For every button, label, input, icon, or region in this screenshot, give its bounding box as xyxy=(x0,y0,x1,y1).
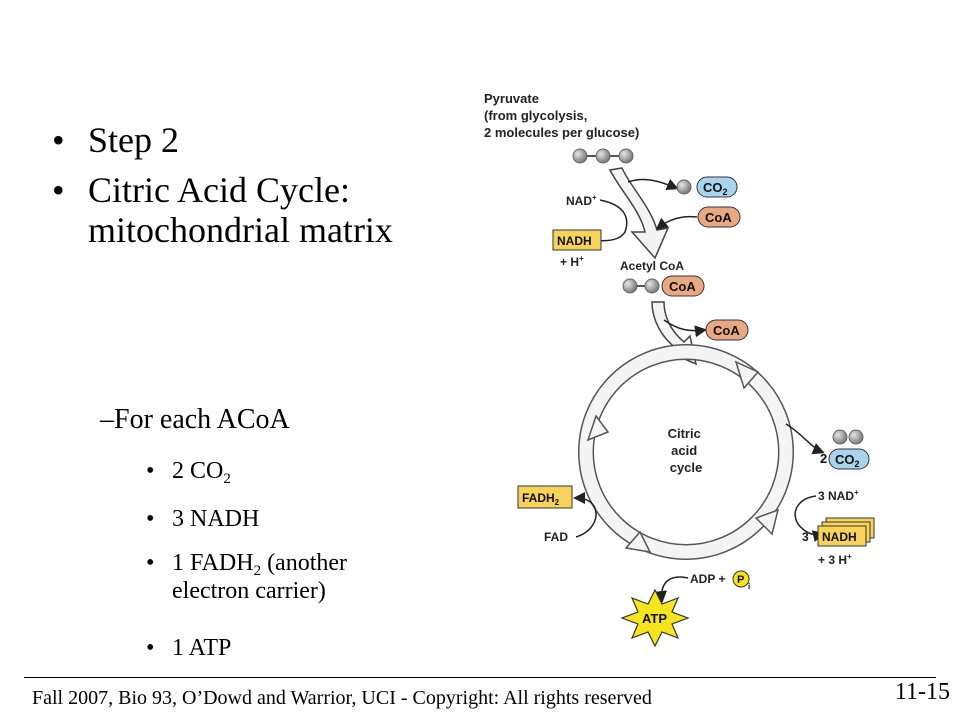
svg-text:P: P xyxy=(737,574,744,586)
svg-text:CO2: CO2 xyxy=(835,452,860,469)
cycle-label: Citric acid cycle xyxy=(668,426,705,475)
co2-release-arrow xyxy=(627,178,679,190)
acetyl-coa-label: Acetyl CoA xyxy=(620,259,684,273)
svg-text:NADH: NADH xyxy=(822,530,857,544)
svg-text:2: 2 xyxy=(820,451,827,466)
co2-carbon-icon xyxy=(832,429,848,445)
bullet-matrix-text: mitochondrial matrix xyxy=(88,210,393,250)
three-h-plus-label: + 3 H+ xyxy=(818,552,852,567)
co2-output-arrow xyxy=(785,423,825,455)
nad-reduction-arrow xyxy=(589,199,628,248)
svg-text:CO2: CO2 xyxy=(703,180,728,197)
svg-text:NADH: NADH xyxy=(557,234,592,248)
sub-bullet-text: 1 ATP xyxy=(172,635,232,661)
bullet-dot: • xyxy=(146,458,155,484)
three-nadh-stack: NADH xyxy=(817,517,875,547)
bullet-dot: • xyxy=(146,550,155,576)
co2-badge xyxy=(696,176,738,198)
sub-bullet-text: 2 CO2 xyxy=(172,458,231,487)
pyruvate-to-acetylcoa-arrow xyxy=(608,167,670,260)
sub-bullet-continuation: electron carrier) xyxy=(172,578,326,604)
svg-text:i: i xyxy=(748,582,750,591)
coa-entry-arrow xyxy=(655,215,698,230)
bullet-dot: • xyxy=(146,635,155,661)
three-nad-reduction-arrow xyxy=(794,495,825,543)
atp-label: ATP xyxy=(642,611,667,626)
pyruvate-molecule xyxy=(572,148,634,164)
bullet-citric-text: Citric Acid Cycle: xyxy=(88,170,350,210)
footer-divider xyxy=(24,677,936,678)
coa-badge-release xyxy=(705,319,749,341)
svg-text:FADH2: FADH2 xyxy=(522,491,560,507)
fadh2-badge xyxy=(517,485,573,509)
main-bullets: Step 2 Citric Acid Cycle: mitochondrial … xyxy=(52,120,472,260)
sub-bullet-text: 1 FADH2 (another xyxy=(172,550,348,579)
bullet-citric-acid-cycle: Citric Acid Cycle: mitochondrial matrix xyxy=(52,170,472,250)
svg-text:3: 3 xyxy=(802,530,809,544)
co2-carbon-icon xyxy=(676,179,692,195)
sub-bullet-co2: • 2 CO2 xyxy=(146,457,436,487)
fad-label: FAD xyxy=(544,530,568,544)
svg-text:CoA: CoA xyxy=(705,210,732,225)
co2-carbon-icon xyxy=(848,429,864,445)
slide-number: 11-15 xyxy=(894,679,950,705)
coa-release-arrow xyxy=(663,319,707,338)
svg-text:CoA: CoA xyxy=(669,279,696,294)
coa-badge-entry xyxy=(697,206,741,228)
bullet-dot: • xyxy=(146,506,155,532)
h-plus-label: + H+ xyxy=(560,254,584,269)
pyruvate-label: Pyruvate (from glycolysis, 2 molecules p… xyxy=(484,91,639,140)
atp-synthesis-arrow xyxy=(655,576,689,603)
cycle-ring xyxy=(578,344,794,560)
sub-bullet-nadh: • 3 NADH xyxy=(146,505,436,533)
bullet-step: Step 2 xyxy=(52,120,472,160)
adp-label: ADP + xyxy=(690,572,725,586)
bullet-step-text: Step 2 xyxy=(88,120,180,160)
three-nad-plus-label: 3 NAD+ xyxy=(818,488,859,503)
sub-heading-text: For each ACoA xyxy=(114,404,290,435)
nad-plus-label: NAD+ xyxy=(566,193,597,208)
sub-bullet-atp: • 1 ATP xyxy=(146,634,436,662)
co2-badge-output xyxy=(828,448,870,470)
acetyl-coa-molecule: CoA xyxy=(622,275,705,297)
phosphate-icon: P i xyxy=(732,570,750,591)
sub-bullet-text: 3 NADH xyxy=(172,506,260,532)
svg-text:CoA: CoA xyxy=(713,323,740,338)
fad-reduction-arrow xyxy=(573,492,597,538)
atp-burst-icon xyxy=(620,588,690,648)
footer-text: Fall 2007, Bio 93, O’Dowd and Warrior, U… xyxy=(32,687,652,709)
nadh-badge xyxy=(552,229,602,251)
sub-bullet-fadh2: • 1 FADH2 (another electron carrier) xyxy=(146,549,436,605)
sub-heading: –For each ACoA xyxy=(100,404,290,435)
citric-acid-cycle-diagram: Pyruvate (from glycolysis, 2 molecules p… xyxy=(484,91,875,648)
